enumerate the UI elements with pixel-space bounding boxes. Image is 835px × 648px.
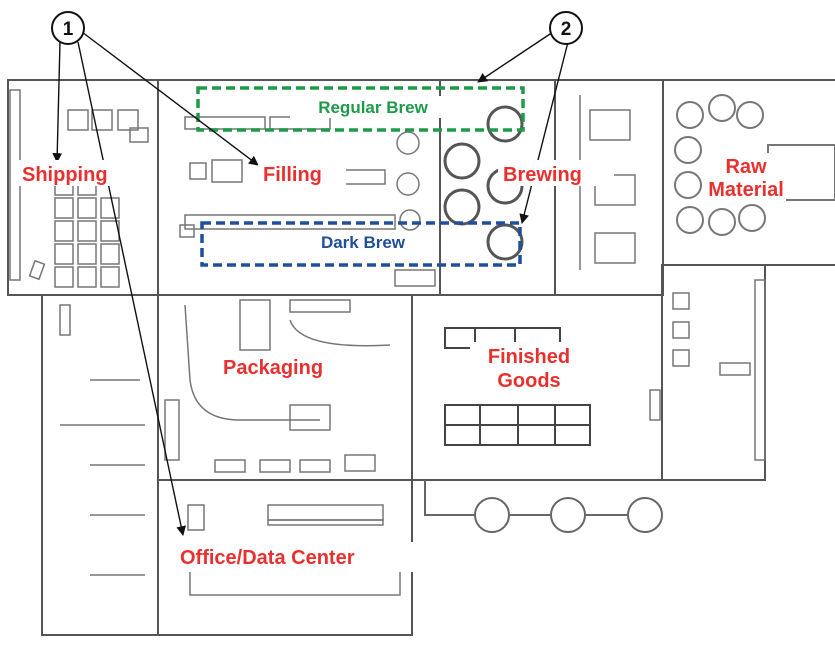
outdoor-tanks (424, 480, 663, 533)
dark-brew-zone (200, 221, 522, 267)
raw-material-label-line2: Material (708, 179, 784, 201)
raw-material-silos (674, 94, 766, 236)
brewing-label: Brewing (503, 164, 582, 186)
filling-equipment (179, 116, 436, 287)
packaging-equipment (59, 299, 391, 576)
packaging-label: Packaging (223, 357, 323, 379)
shipping-label: Shipping (22, 164, 108, 186)
callout-lines-2 (477, 31, 569, 224)
raw-material-label-line1: Raw (725, 156, 767, 178)
shipping-equipment (9, 89, 149, 288)
regular-brew-label: Regular Brew (318, 98, 428, 117)
shipping-dock-equipment (649, 279, 766, 461)
callout-1: 1 (51, 11, 85, 45)
office-data-center-label: Office/Data Center (180, 547, 355, 569)
callout-1-number: 1 (63, 19, 74, 40)
callout-2-number: 2 (561, 19, 572, 40)
office-equipment (187, 504, 401, 596)
label-backdrops (18, 96, 786, 572)
filling-label: Filling (263, 164, 322, 186)
callout-2: 2 (549, 11, 583, 45)
regular-brew-zone (196, 86, 525, 132)
callout-lines-1 (52, 31, 259, 536)
finished-goods-label-line1: Finished (488, 346, 570, 368)
dark-brew-label: Dark Brew (321, 233, 406, 252)
finished-goods-label-line2: Goods (497, 370, 560, 392)
